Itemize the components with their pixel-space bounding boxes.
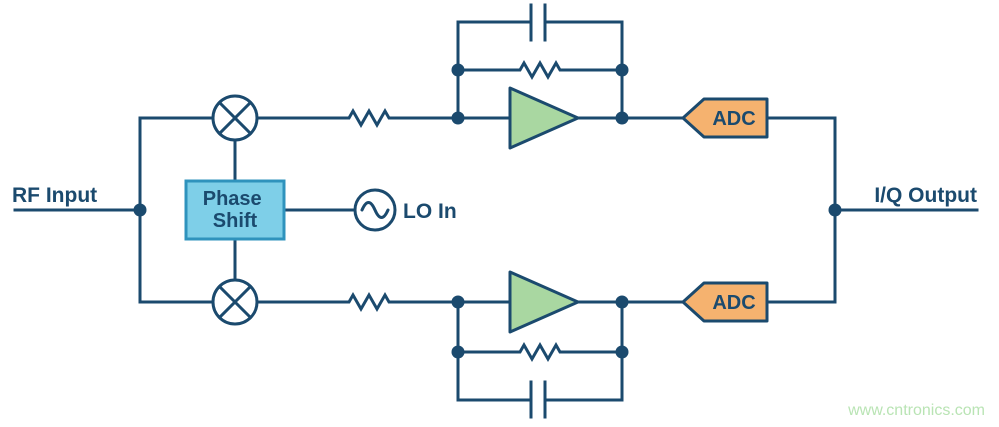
phase-shift-label: Phase Shift xyxy=(203,188,268,232)
amplifier-q-icon xyxy=(508,270,580,334)
feedback-capacitor-i xyxy=(529,3,547,42)
feedback-resistor-i xyxy=(512,61,568,79)
wires xyxy=(13,20,979,402)
junction-dots xyxy=(133,63,842,359)
node-i-feedback-left-dot xyxy=(451,63,465,77)
node-i-amp-input-dot xyxy=(451,111,465,125)
node-i-amp-output-dot xyxy=(615,111,629,125)
amplifier-i-icon xyxy=(508,86,580,150)
node-q-feedback-right-dot xyxy=(615,345,629,359)
mixer-i-icon xyxy=(211,94,259,142)
lo-oscillator-icon xyxy=(353,188,397,232)
iq-output-label: I/Q Output xyxy=(874,184,977,207)
lo-in-label: LO In xyxy=(403,200,457,223)
series-resistor-q xyxy=(341,293,397,311)
phase-shift-block: Phase Shift xyxy=(184,179,286,241)
watermark-text: www.cntronics.com xyxy=(847,402,985,419)
node-q-amp-input-dot xyxy=(451,295,465,309)
adc-i-label: ADC xyxy=(712,108,755,130)
node-q-feedback-left-dot xyxy=(451,345,465,359)
output-junction-dot xyxy=(828,203,842,217)
node-q-amp-output-dot xyxy=(615,295,629,309)
feedback-resistor-q xyxy=(512,343,568,361)
adc-i-block: ADC xyxy=(681,97,769,139)
node-i-feedback-right-dot xyxy=(615,63,629,77)
feedback-capacitor-q xyxy=(529,380,547,419)
adc-q-label: ADC xyxy=(712,292,755,314)
adc-q-block: ADC xyxy=(681,281,769,323)
series-resistor-i xyxy=(341,109,397,127)
mixer-q-icon xyxy=(211,278,259,326)
input-junction-dot xyxy=(133,203,147,217)
rf-input-label: RF Input xyxy=(12,184,97,207)
